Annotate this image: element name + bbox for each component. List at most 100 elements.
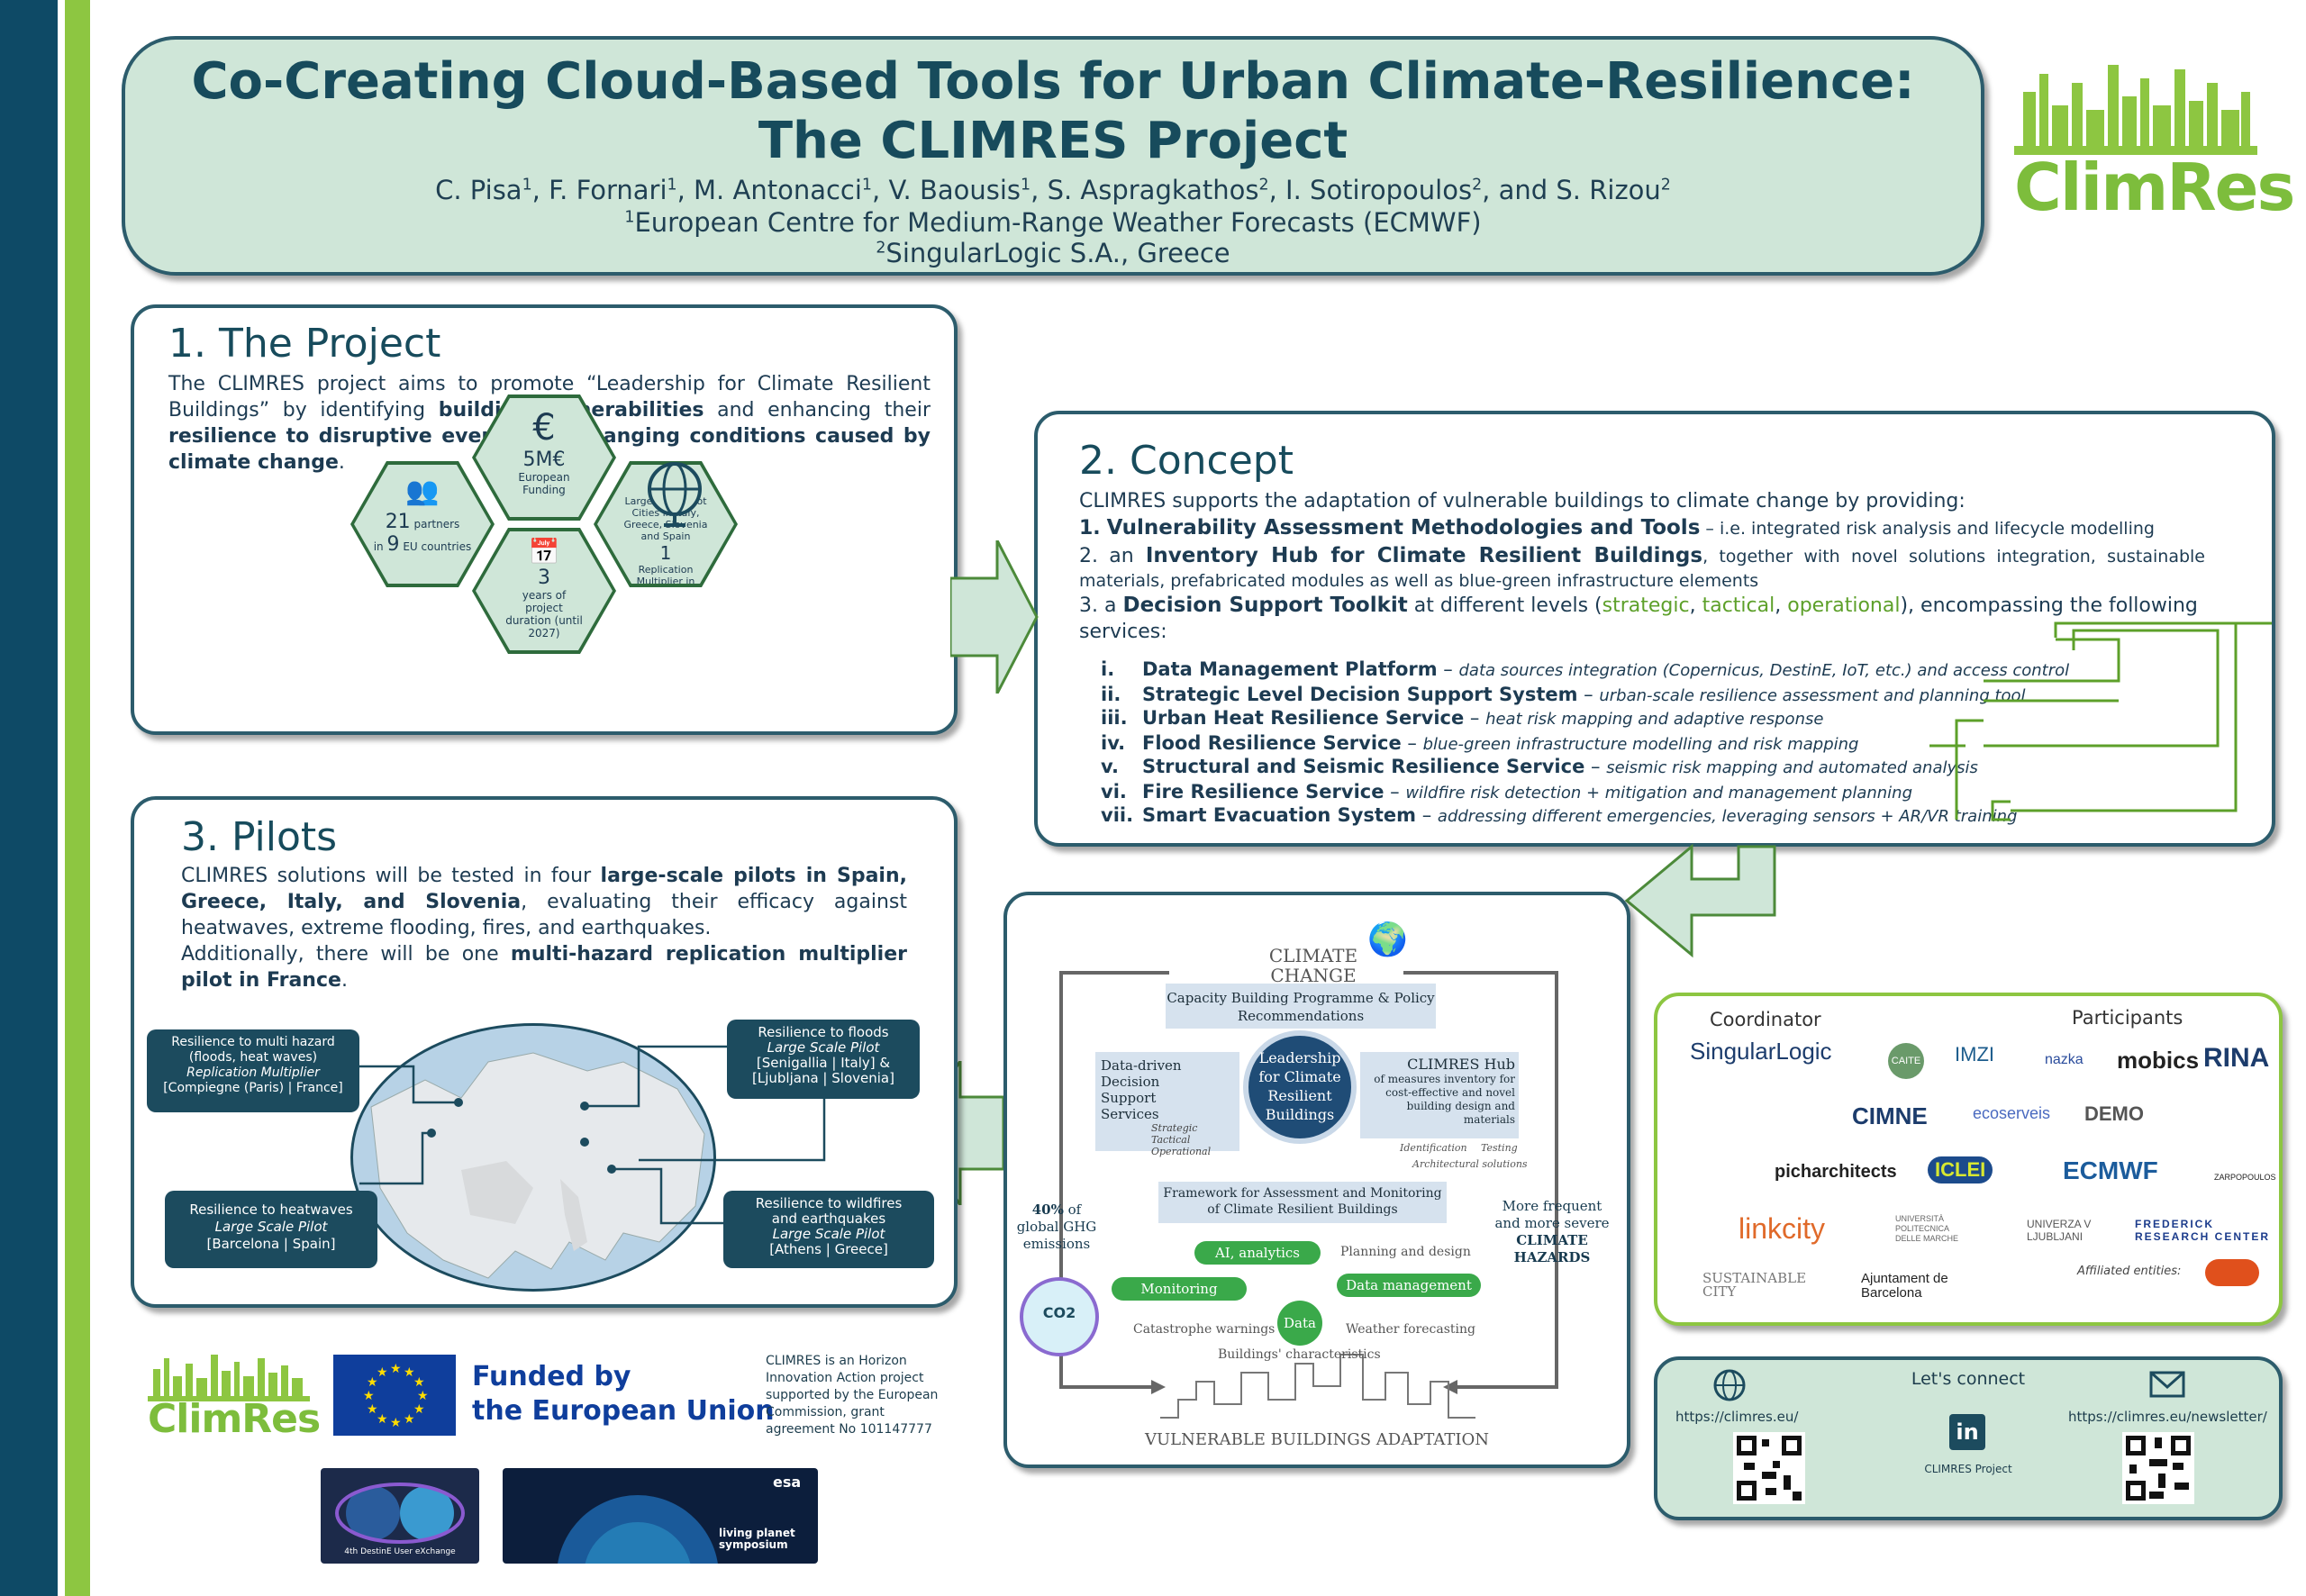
author-name: C. Pisa [435,175,522,205]
concept-intro: CLIMRES supports the adaptation of vulne… [1079,490,1966,512]
left-dark-bar [0,0,58,1596]
concept-item-1: 1. Vulnerability Assessment Methodologie… [1079,516,2155,540]
left-green-bar [65,0,90,1596]
logo-ecmwf: ECMWF [2063,1156,2158,1184]
climate-globe-icon: 🌍 [1367,921,1408,958]
affiliated-label: Affiliated entities: [2077,1265,2182,1278]
svg-text:★: ★ [404,1365,415,1380]
concept-heading: 2. Concept [1079,438,1294,484]
service-item: iii.Urban Heat Resilience Service – heat… [1101,707,1824,729]
logo-imzi: IMZI [1955,1043,1994,1066]
coordinator-label: Coordinator [1710,1009,1821,1030]
climres-logo-text: ClimRes [2014,150,2295,225]
project-heading: 1. The Project [168,321,441,367]
svg-text:★: ★ [413,1375,425,1390]
logo-caite: CAITE [1888,1043,1924,1079]
weather-label: Weather forecasting [1346,1322,1475,1337]
vulnerable-buildings-label: VULNERABLE BUILDINGS ADAPTATION [1145,1430,1489,1449]
climres-logo-bottom: ClimRes [148,1351,321,1450]
logo-frederick: FREDERICK RESEARCH CENTER [2135,1218,2271,1243]
logo-mobics: mobics [2117,1047,2200,1074]
arrow-right-icon [950,540,1039,694]
service-item: vii.Smart Evacuation System – addressing… [1101,804,2018,826]
climres-hub-box: CLIMRES Hub of measures inventory for co… [1360,1052,1519,1138]
author-name: I. Sotiropoulos [1285,175,1473,205]
monitoring-pill: Monitoring [1112,1277,1247,1301]
title-line-2: The CLIMRES Project [758,112,1348,170]
euro-icon: € [532,407,556,449]
participants-label: Participants [2072,1007,2183,1029]
logo-iclei: ICLEI [1928,1156,1993,1183]
ai-analytics-pill: AI, analytics [1194,1241,1321,1265]
svg-text:★: ★ [413,1402,425,1417]
service-item: vi.Fire Resilience Service – wildfire ri… [1101,781,1913,803]
qr-code-newsletter [2122,1432,2194,1504]
hub-identification: Identification [1400,1142,1467,1154]
arrow-left-icon [1624,843,1776,958]
logo-linkcity: linkcity [1739,1212,1826,1245]
svg-text:★: ★ [417,1389,429,1403]
project-panel: 1. The Project The CLIMRES project aims … [131,304,958,735]
url-climres[interactable]: https://climres.eu/ [1675,1409,1799,1425]
logo-ljubljana: UNIVERZA V LJUBLJANI [2027,1218,2092,1243]
people-icon: 👥 [405,476,440,507]
linkedin-label[interactable]: CLIMRES Project [1924,1463,2012,1475]
hex-funding: € 5M€ European Funding [472,394,616,521]
grant-note: CLIMRES is an Horizon Innovation Action … [766,1354,939,1437]
hub-testing: Testing [1481,1142,1518,1154]
pilots-panel: 3. Pilots CLIMRES solutions will be test… [131,796,958,1308]
pilot-box-multi-hazard: Resilience to multi hazard(floods, heat … [147,1029,359,1112]
pilots-heading: 3. Pilots [181,814,338,860]
title-line-1: Co-Creating Cloud-Based Tools for Urban … [191,52,1915,111]
hex-duration: 📅 3 years of project duration (until 202… [472,528,616,654]
capacity-box: Capacity Building Programme & Policy Rec… [1166,984,1436,1029]
center-circle-label: Leadership for Climate Resilient Buildin… [1258,1049,1341,1123]
hex-partners: 👥 21 partners in 9 EU countries [350,461,495,587]
author-name: F. Fornari [549,175,667,205]
linkedin-icon[interactable]: in [1949,1414,1985,1450]
concept-item-2: 2. an Inventory Hub for Climate Resilien… [1079,544,2206,591]
co2-icon: CO2 [1020,1277,1099,1356]
connect-title: Let's connect [1911,1369,2026,1389]
data-circle: Data [1277,1301,1322,1346]
logo-ajuntament: Ajuntament de Barcelona [1861,1271,1948,1301]
eu-flag-icon: ★★★★★★★★★★★★ [333,1355,456,1436]
logo-rina: RINA [2203,1043,2270,1073]
planning-label: Planning and design [1340,1245,1471,1259]
data-management-pill: Data management [1337,1274,1481,1297]
mail-icon [2149,1371,2185,1398]
svg-text:★: ★ [367,1402,378,1417]
climres-logo-top: ClimRes [2014,56,2295,236]
url-newsletter[interactable]: https://climres.eu/newsletter/ [2068,1409,2267,1425]
framework-box: Framework for Assessment and Monitoring … [1158,1182,1447,1223]
svg-text:★: ★ [367,1375,378,1390]
service-item: iv.Flood Resilience Service – blue-green… [1101,732,1859,754]
logo-picharchitects: picharchitects [1775,1162,1897,1182]
title-banner: Co-Creating Cloud-Based Tools for Urban … [122,36,1984,276]
logo-nazka: nazka [2045,1052,2084,1067]
author-name: S. Aspragkathos [1047,175,1259,205]
logo-demo: DEMO [2084,1102,2144,1125]
svg-text:★: ★ [390,1362,402,1376]
calendar-icon: 📅 [528,537,560,567]
logo-sustainable-city: SUSTAINABLE CITY [1702,1270,1807,1300]
globe-icon [639,457,711,529]
logo-ecoserveis: ecoserveis [1973,1104,2051,1122]
logo-zarpopoulos: ZARPOPOULOS [2214,1173,2276,1182]
concept-panel: 2. Concept CLIMRES supports the adaptati… [1034,411,2275,847]
europe-map [350,1023,716,1292]
data-driven-box: Data-driven Decision Support Services St… [1095,1052,1239,1157]
skyline-icon [2014,65,2257,155]
logo-cimne: CIMNE [1852,1102,1928,1129]
destine-event-logo: 4th DestinE User eXchange [321,1468,479,1564]
svg-text:★: ★ [390,1416,402,1430]
hub-architectural: Architectural solutions [1412,1158,1528,1170]
skyline-small-icon [148,1355,310,1401]
